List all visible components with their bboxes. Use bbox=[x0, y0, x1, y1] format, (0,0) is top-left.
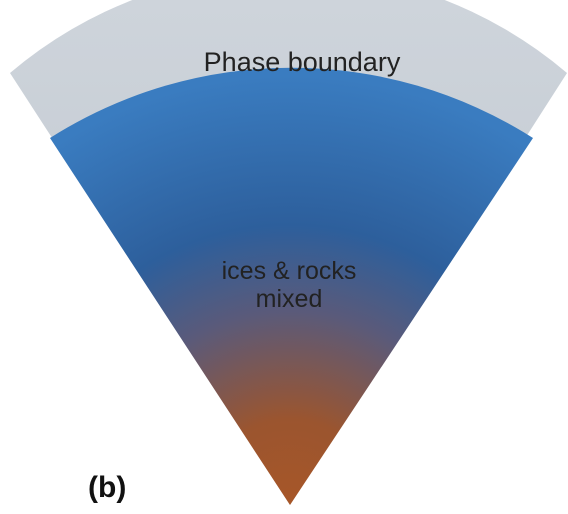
ices-rocks-label-line1: ices & rocks bbox=[222, 257, 357, 285]
panel-label: (b) bbox=[88, 471, 126, 504]
phase-boundary-label: Phase boundary bbox=[204, 47, 401, 77]
ices-rocks-label-line2: mixed bbox=[256, 285, 323, 313]
ices-rocks-layer bbox=[50, 67, 533, 506]
